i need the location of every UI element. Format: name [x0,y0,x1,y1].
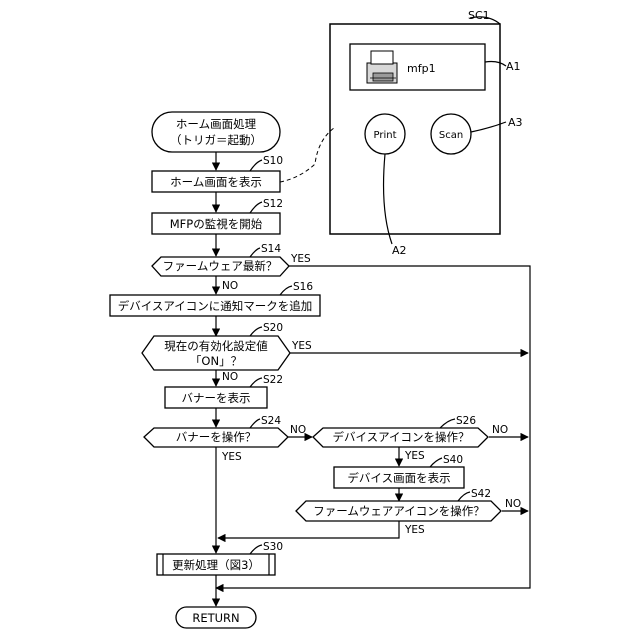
home-screen-sc1: SC1 mfp1 A1 Print A2 Scan A3 [330,9,523,257]
decision-s14: ファームウェア最新？ S14 [152,243,289,276]
s40-text: デバイス画面を表示 [347,471,450,485]
scan-button[interactable]: Scan [431,114,471,154]
step-s12: MFPの監視を開始 S12 [152,198,283,234]
s30-text: 更新処理（図3） [172,558,260,572]
screen-label: SC1 [468,9,490,22]
scan-button-ref: A3 [508,116,523,129]
s22-text: バナーを表示 [182,391,251,405]
print-button-label: Print [373,130,396,141]
s40-label: S40 [443,454,463,466]
s14-text: ファームウェア最新？ [163,259,278,273]
s16-label: S16 [293,281,313,293]
dashed-connector [280,128,334,182]
s10-label: S10 [263,155,283,167]
process-s30: 更新処理（図3） S30 [157,541,283,575]
return-terminal: RETURN [176,607,256,628]
s14-label: S14 [261,243,281,255]
start-line1: ホーム画面処理 [176,117,257,131]
s42-label: S42 [471,488,491,500]
print-button[interactable]: Print [365,114,405,154]
s24-no-label: NO [290,424,306,436]
s12-label: S12 [263,198,283,210]
printer-icon [367,51,397,83]
s26-label: S26 [456,415,476,427]
device-icon-area[interactable]: mfp1 [350,44,485,90]
device-icon-label: A1 [506,60,521,73]
print-button-ref: A2 [392,244,407,257]
s42-no-label: NO [505,498,521,510]
start-terminal: ホーム画面処理 （トリガ＝起動） [152,112,280,152]
s12-text: MFPの監視を開始 [170,217,263,231]
s14-no-label: NO [222,280,238,292]
s20-line1: 現在の有効化設定値 [164,339,268,353]
s20-label: S20 [263,322,283,334]
step-s10: ホーム画面を表示 S10 [152,155,283,192]
s10-text: ホーム画面を表示 [170,175,262,189]
scan-button-label: Scan [439,130,463,141]
s16-text: デバイスアイコンに通知マークを追加 [118,299,313,313]
s20-line2: 「ON」？ [190,354,242,368]
s42-yes-label: YES [404,524,425,536]
start-line2: （トリガ＝起動） [170,133,262,147]
s24-yes-label: YES [221,451,242,463]
s24-label: S24 [261,415,281,427]
s20-no-label: NO [222,371,238,383]
s14-yes-label: YES [290,253,311,265]
s30-label: S30 [263,541,283,553]
s20-yes-label: YES [291,340,312,352]
s26-no-label: NO [492,424,508,436]
decision-s26: デバイスアイコンを操作？ S26 [313,415,488,447]
step-s16: デバイスアイコンに通知マークを追加 S16 [110,281,320,316]
return-text: RETURN [192,611,239,625]
s26-text: デバイスアイコンを操作？ [332,430,469,444]
s26-yes-label: YES [404,450,425,462]
s42-text: ファームウェアアイコンを操作？ [313,504,485,518]
s22-label: S22 [263,374,283,386]
s24-text: バナーを操作？ [176,430,257,444]
device-name: mfp1 [407,62,436,75]
